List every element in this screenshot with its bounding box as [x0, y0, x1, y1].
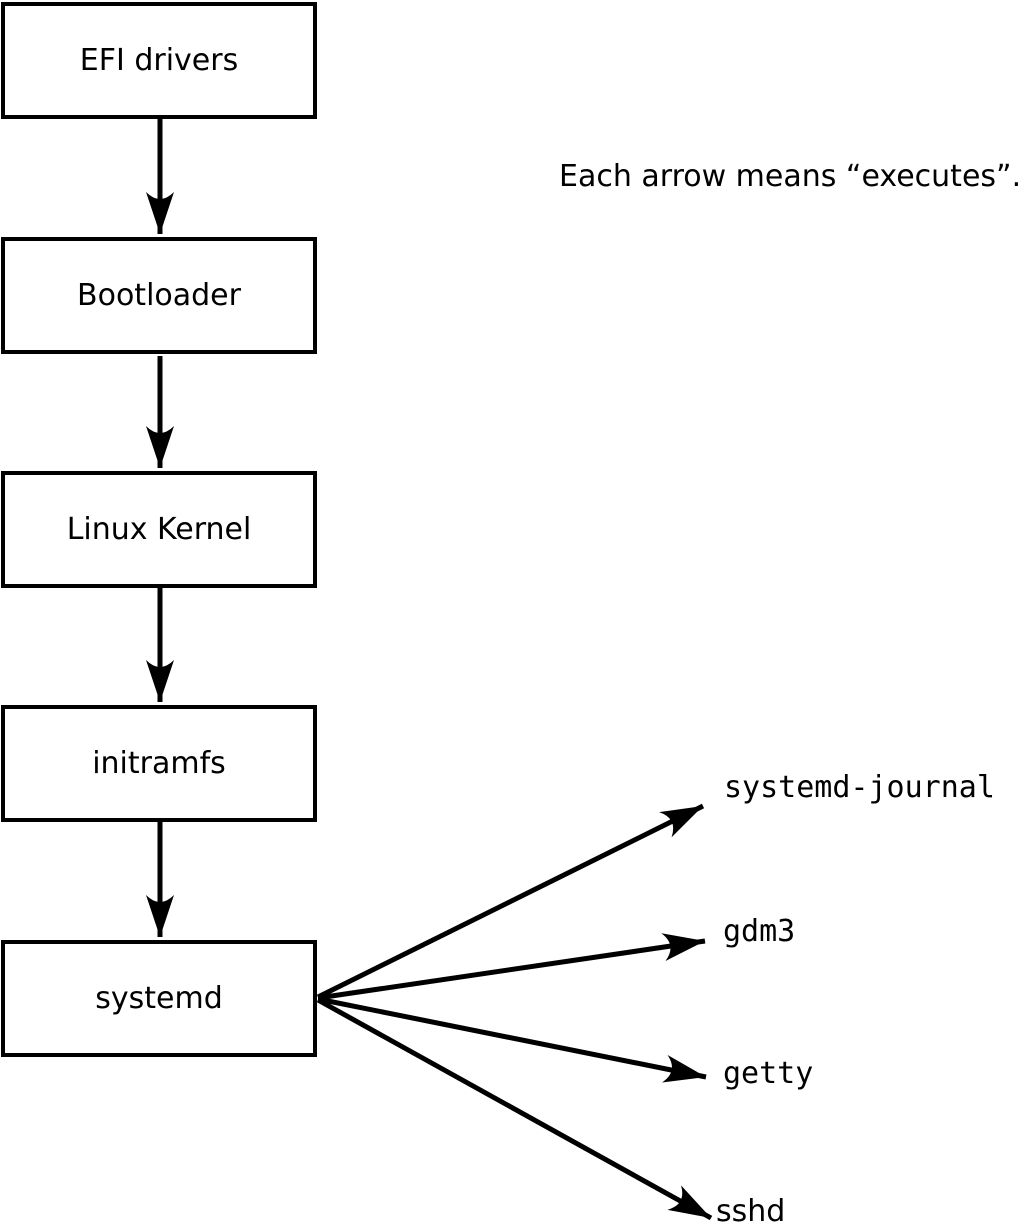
node-efi-drivers-label: EFI drivers: [79, 42, 239, 78]
node-initramfs-label: initramfs: [92, 745, 226, 781]
label-sshd: sshd: [716, 1194, 786, 1229]
arrow-systemd-to-gdm3: [317, 933, 706, 1001]
node-linux-kernel-label: Linux Kernel: [66, 511, 252, 547]
node-bootloader: Bootloader: [1, 237, 317, 354]
arrow-systemd-to-sshd: [316, 997, 713, 1221]
legend-note: Each arrow means “executes”.: [559, 159, 1022, 194]
node-linux-kernel: Linux Kernel: [1, 471, 317, 588]
node-systemd-label: systemd: [95, 980, 223, 1016]
label-gdm3: gdm3: [723, 914, 796, 949]
node-bootloader-label: Bootloader: [77, 277, 241, 313]
node-initramfs: initramfs: [1, 705, 317, 822]
label-getty: getty: [723, 1056, 814, 1091]
arrow-systemd-to-journal: [316, 803, 705, 1000]
label-systemd-journal: systemd-journal: [724, 770, 995, 805]
arrow-systemd-to-getty: [317, 996, 707, 1083]
node-systemd: systemd: [1, 940, 317, 1057]
node-efi-drivers: EFI drivers: [1, 2, 317, 119]
